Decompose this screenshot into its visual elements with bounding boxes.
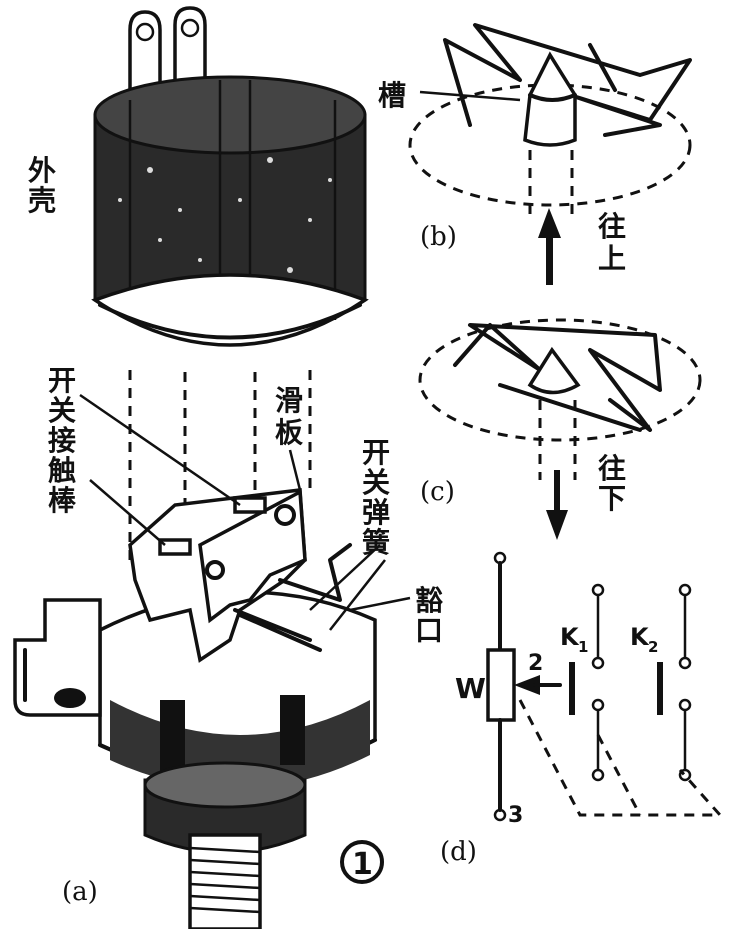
slide-plate-label: 滑 板 [275,384,303,449]
direction-down-char-2: 下 [598,482,626,515]
panel-b: 槽 (b) 往 上 [378,23,692,285]
panel-a-label: (a) [62,877,98,907]
panel-d: W 2 3 K 1 K 2 (d) [440,551,724,867]
svg-text:开: 开 [48,364,76,397]
groove-label: 槽 [378,79,406,112]
shell-label-char-1: 外 [28,154,56,187]
direction-up-char-1: 往 [598,210,626,243]
switch-1-label: K [560,623,580,651]
svg-text:关: 关 [48,394,76,427]
side-lug [13,598,102,717]
svg-text:关: 关 [362,466,390,499]
switch-spring-label: 开 关 弹 簧 [362,436,390,559]
figure-number: 1 [352,847,373,882]
direction-up-char-2: 上 [598,242,626,275]
direction-down-char-1: 往 [598,452,626,485]
svg-text:口: 口 [415,614,443,647]
svg-text:棒: 棒 [48,484,77,517]
svg-text:触: 触 [48,454,76,487]
switch-springs [233,543,352,652]
svg-text:开: 开 [362,436,390,469]
svg-text:弹: 弹 [362,496,390,529]
leader-lines [79,393,411,631]
svg-text:板: 板 [275,416,303,449]
svg-text:簧: 簧 [362,526,390,559]
outer-shell [91,75,369,347]
svg-text:滑: 滑 [275,384,303,417]
shaft [143,761,307,929]
svg-text:接: 接 [48,424,76,457]
wiper-pin-label: 2 [528,651,543,676]
panel-b-label: (b) [420,222,457,252]
switch-2-label: K [630,623,650,651]
switch-1-sub: 1 [578,638,588,656]
panel-c: (c) 往 下 [418,318,702,540]
shell-label: 外 壳 [28,154,56,217]
slide-plate [128,488,307,663]
panel-a: 外 壳 开 关 接 触 棒 滑 板 开 关 弹 簧 豁 口 (a) 1 [13,6,443,929]
groove-tab-label: 豁 口 [415,584,443,647]
contact-rod-label: 开 关 接 触 棒 [48,364,77,517]
panel-c-label: (c) [420,477,455,507]
resistor-label: W [455,672,486,705]
bottom-pin-label: 3 [508,803,523,828]
solder-lugs [128,6,207,97]
panel-d-label: (d) [440,837,477,867]
svg-text:豁: 豁 [415,584,443,617]
shell-label-char-2: 壳 [28,184,56,217]
switch-2-sub: 2 [648,638,658,656]
